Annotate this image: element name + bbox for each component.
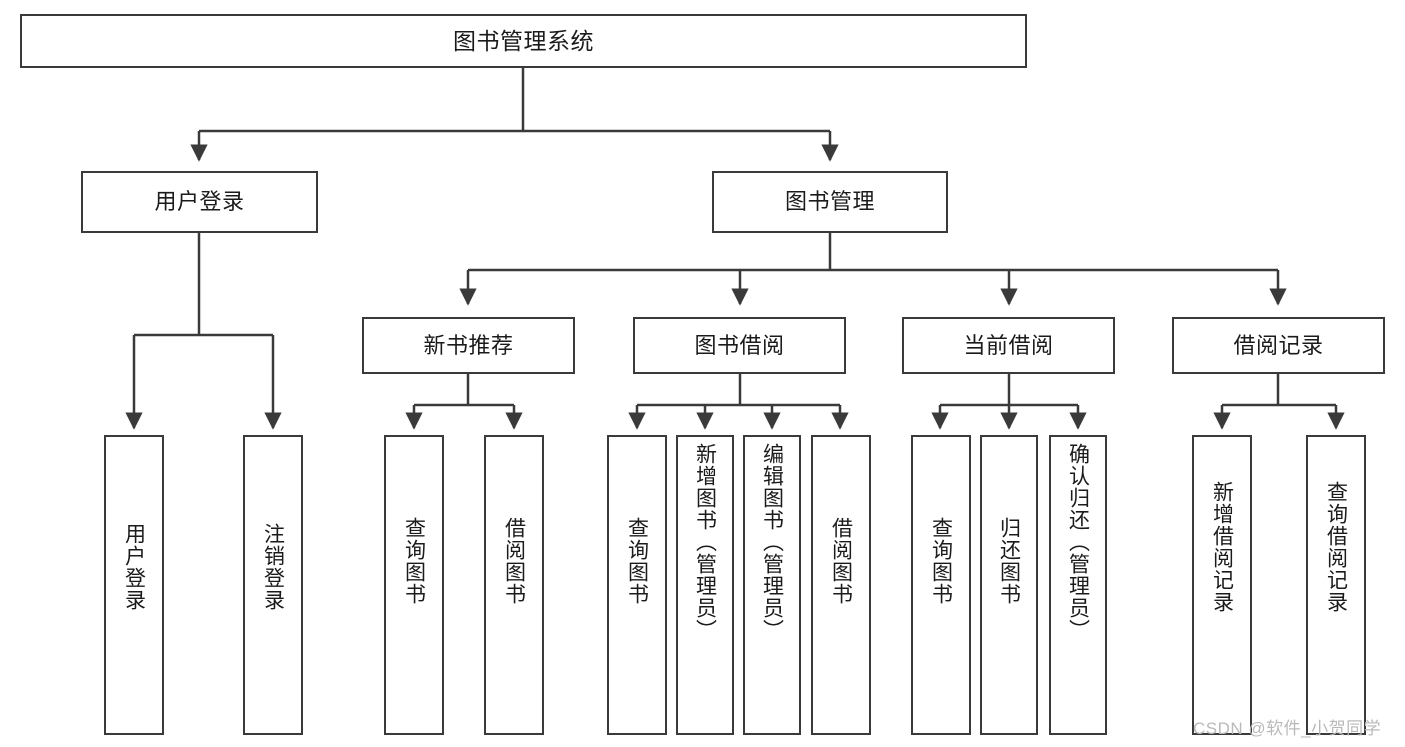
leaf-query-book-current[interactable]: 查询图书: [911, 435, 971, 735]
node-label: 编辑图书（管理员）: [760, 443, 784, 641]
node-label: 图书管理: [784, 189, 875, 215]
node-user-login[interactable]: 用户登录: [81, 171, 318, 233]
node-book-management[interactable]: 图书管理: [712, 171, 948, 233]
leaf-add-book-admin[interactable]: 新增图书（管理员）: [676, 435, 734, 735]
node-label: 查询图书: [402, 517, 426, 605]
leaf-edit-book-admin[interactable]: 编辑图书（管理员）: [743, 435, 801, 735]
node-label: 图书借阅: [694, 332, 785, 358]
leaf-confirm-return-admin[interactable]: 确认归还（管理员）: [1049, 435, 1107, 735]
node-label: 借阅记录: [1233, 332, 1324, 358]
node-book-borrow[interactable]: 图书借阅: [633, 317, 846, 374]
node-label: 用户登录: [154, 189, 245, 215]
node-label: 查询图书: [625, 517, 649, 605]
node-label: 当前借阅: [963, 332, 1054, 358]
node-label: 注销登录: [261, 523, 285, 611]
node-label: 借阅图书: [502, 517, 526, 605]
leaf-query-borrow-record[interactable]: 查询借阅记录: [1306, 435, 1366, 735]
node-root-system[interactable]: 图书管理系统: [20, 14, 1027, 68]
node-label: 新增图书（管理员）: [693, 443, 717, 641]
node-current-borrow[interactable]: 当前借阅: [902, 317, 1115, 374]
node-label: 新增借阅记录: [1210, 481, 1234, 613]
leaf-user-logout[interactable]: 注销登录: [243, 435, 303, 735]
node-label: 图书管理系统: [453, 27, 594, 54]
node-label: 归还图书: [997, 517, 1021, 605]
leaf-query-book-borrow[interactable]: 查询图书: [607, 435, 667, 735]
csdn-watermark: CSDN @软件_小贺同学: [1193, 719, 1382, 738]
node-label: 查询图书: [929, 517, 953, 605]
leaf-query-book-recommend[interactable]: 查询图书: [384, 435, 444, 735]
leaf-user-login[interactable]: 用户登录: [104, 435, 164, 735]
leaf-borrow-book[interactable]: 借阅图书: [811, 435, 871, 735]
node-borrow-record[interactable]: 借阅记录: [1172, 317, 1385, 374]
node-label: 确认归还（管理员）: [1066, 443, 1090, 641]
leaf-borrow-book-recommend[interactable]: 借阅图书: [484, 435, 544, 735]
node-new-book-recommend[interactable]: 新书推荐: [362, 317, 575, 374]
leaf-return-book[interactable]: 归还图书: [980, 435, 1038, 735]
node-label: 借阅图书: [829, 517, 853, 605]
node-label: 用户登录: [122, 523, 146, 611]
node-label: 查询借阅记录: [1324, 481, 1348, 613]
leaf-add-borrow-record[interactable]: 新增借阅记录: [1192, 435, 1252, 735]
node-label: 新书推荐: [423, 332, 514, 358]
